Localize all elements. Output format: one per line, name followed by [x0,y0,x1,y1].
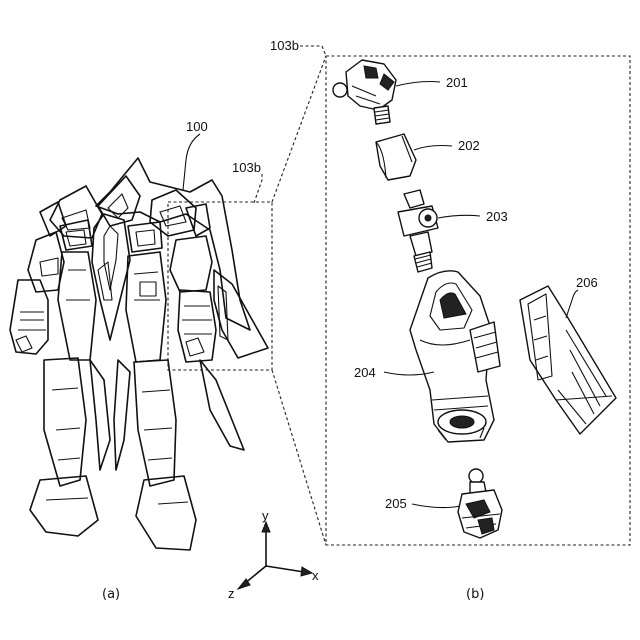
label-100: 100 [186,119,208,134]
label-203: 203 [486,209,508,224]
caption-b: (b) [466,587,484,602]
label-205: 205 [385,496,407,511]
label-202: 202 [458,138,480,153]
part-206 [520,286,616,434]
coordinate-axes: y x z [228,508,319,601]
projection-top [272,56,326,202]
axis-x-label: x [312,568,319,583]
detail-region-a [168,202,272,370]
part-204 [410,271,500,442]
projection-bottom [272,370,326,545]
label-103b-b: 103b [270,38,299,53]
axis-y-label: y [262,508,269,523]
label-201: 201 [446,75,468,90]
leader-100 [183,134,200,190]
label-204: 204 [354,365,376,380]
robot-figure [10,158,268,550]
label-103b-a: 103b [232,160,261,175]
part-202 [376,134,416,180]
axis-z-label: z [228,586,235,601]
caption-a: (a) [102,587,120,602]
leader-103b-b [300,46,326,56]
label-206: 206 [576,275,598,290]
part-201 [333,60,396,124]
part-203 [398,190,438,272]
part-205 [458,469,502,538]
leader-103b-a [254,174,262,203]
